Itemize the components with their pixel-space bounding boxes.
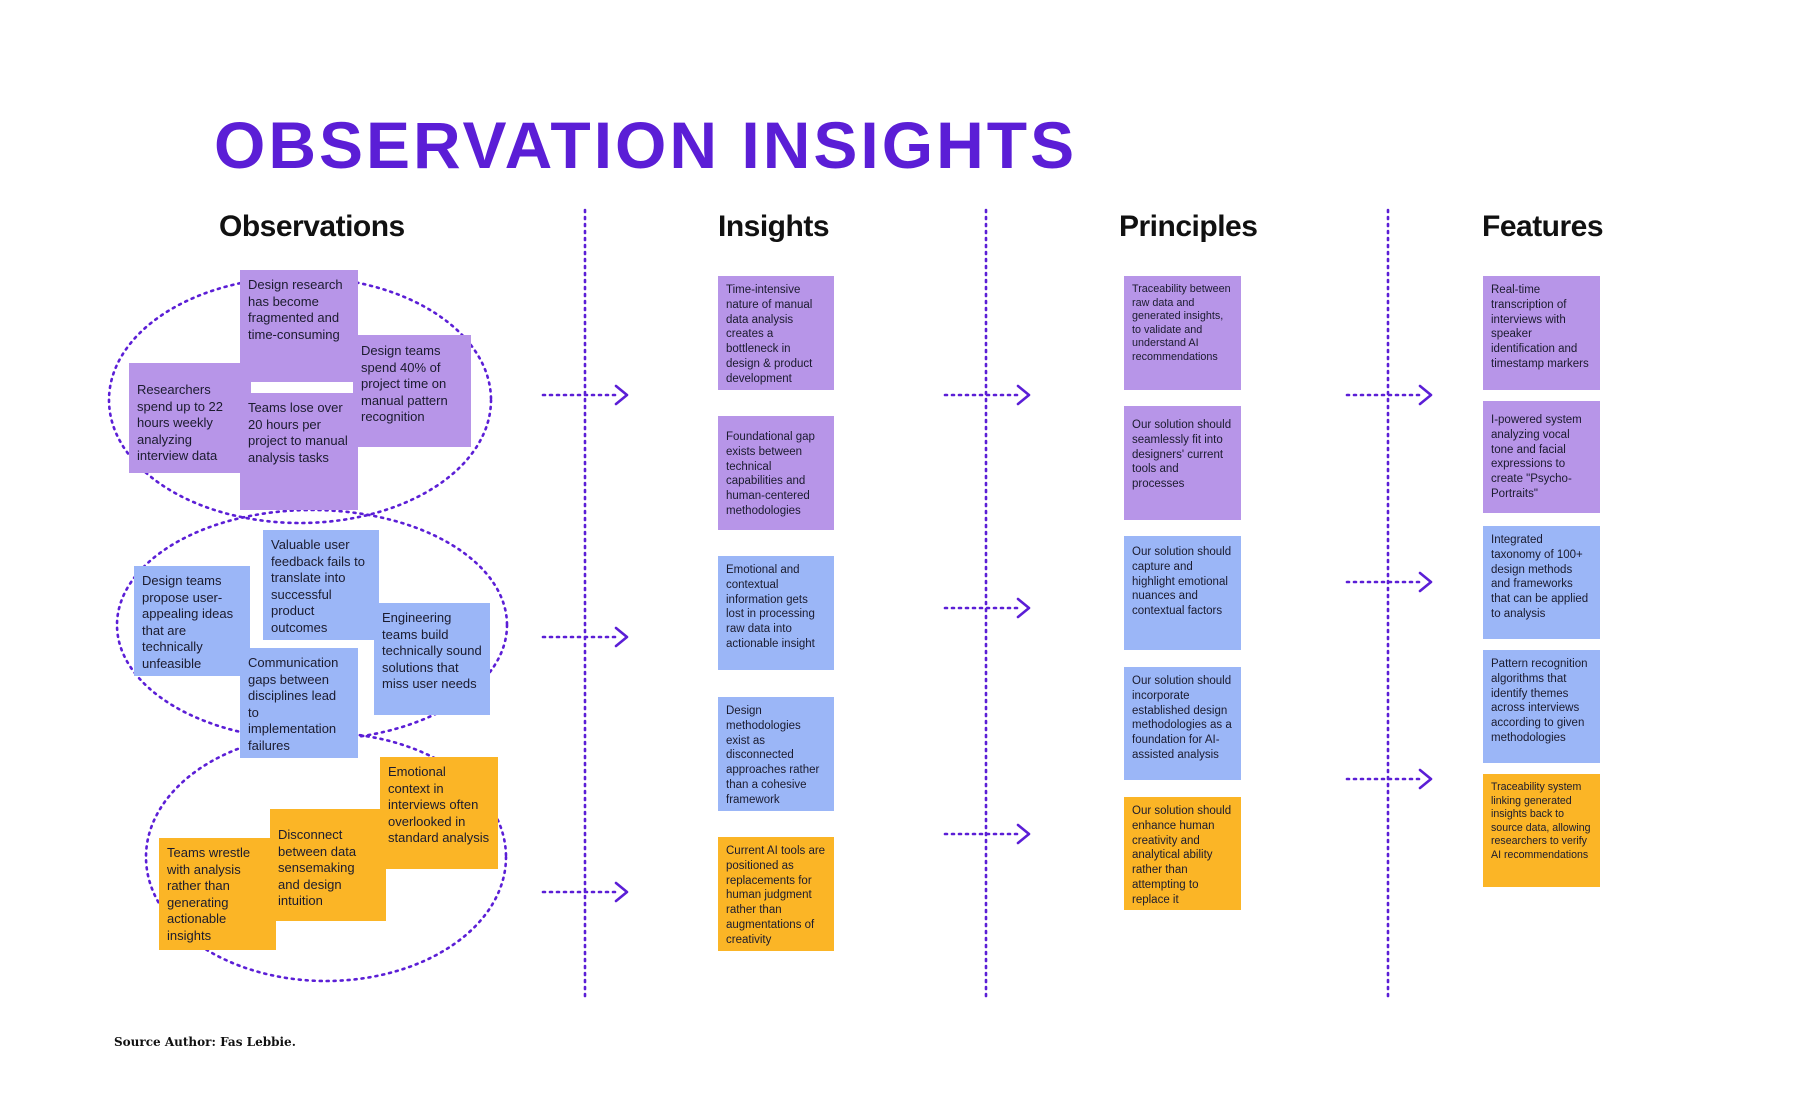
column-header-principles: Principles bbox=[1119, 210, 1258, 243]
arrowhead bbox=[1418, 768, 1433, 790]
arrowhead bbox=[1016, 597, 1031, 619]
arrowhead bbox=[1016, 823, 1031, 845]
principle-note[interactable]: Traceability between raw data and genera… bbox=[1124, 276, 1241, 390]
arrowhead bbox=[614, 626, 629, 648]
insight-note[interactable]: Current AI tools are positioned as repla… bbox=[718, 837, 834, 951]
column-header-features: Features bbox=[1482, 210, 1604, 243]
observation-note[interactable]: Emotional context in interviews often ov… bbox=[380, 757, 498, 869]
observation-note[interactable]: Disconnect between data sensemaking and … bbox=[270, 809, 386, 921]
insight-note[interactable]: Foundational gap exists between technica… bbox=[718, 416, 834, 530]
insight-note[interactable]: Time-intensive nature of manual data ana… bbox=[718, 276, 834, 390]
observation-note[interactable]: Design teams spend 40% of project time o… bbox=[353, 335, 471, 447]
insight-note[interactable]: Design methodologies exist as disconnect… bbox=[718, 697, 834, 811]
arrowhead bbox=[1016, 384, 1031, 406]
observation-note[interactable]: Teams wrestle with analysis rather than … bbox=[159, 838, 276, 950]
arrowhead bbox=[614, 384, 629, 406]
feature-note[interactable]: Pattern recognition algorithms that iden… bbox=[1483, 650, 1600, 763]
arrowhead bbox=[1418, 384, 1433, 406]
observation-note[interactable]: Engineering teams build technically soun… bbox=[374, 603, 490, 715]
feature-note[interactable]: Traceability system linking generated in… bbox=[1483, 774, 1600, 887]
observation-note[interactable]: Design teams propose user-appealing idea… bbox=[134, 566, 250, 676]
principle-note[interactable]: Our solution should enhance human creati… bbox=[1124, 797, 1241, 910]
principle-note[interactable]: Our solution should seamlessly fit into … bbox=[1124, 406, 1241, 520]
principle-note[interactable]: Our solution should capture and highligh… bbox=[1124, 536, 1241, 650]
source-credit: Source Author: Fas Lebbie. bbox=[114, 1035, 296, 1049]
column-header-insights: Insights bbox=[718, 210, 830, 243]
observation-note[interactable]: Valuable user feedback fails to translat… bbox=[263, 530, 379, 640]
observation-note[interactable]: Communication gaps between disciplines l… bbox=[240, 648, 358, 758]
arrowhead bbox=[614, 881, 629, 903]
principle-note[interactable]: Our solution should incorporate establis… bbox=[1124, 667, 1241, 780]
feature-note[interactable]: Real-time transcription of interviews wi… bbox=[1483, 276, 1600, 390]
column-header-observations: Observations bbox=[219, 210, 405, 243]
insight-note[interactable]: Emotional and contextual information get… bbox=[718, 556, 834, 670]
page-title: OBSERVATION INSIGHTS bbox=[214, 108, 1078, 182]
arrowhead bbox=[1418, 571, 1433, 593]
observation-note[interactable]: Teams lose over 20 hours per project to … bbox=[240, 393, 358, 510]
feature-note[interactable]: Integrated taxonomy of 100+ design metho… bbox=[1483, 526, 1600, 639]
feature-note[interactable]: I-powered system analyzing vocal tone an… bbox=[1483, 401, 1600, 513]
observation-note[interactable]: Design research has become fragmented an… bbox=[240, 270, 358, 382]
observation-note[interactable]: Researchers spend up to 22 hours weekly … bbox=[129, 363, 251, 473]
